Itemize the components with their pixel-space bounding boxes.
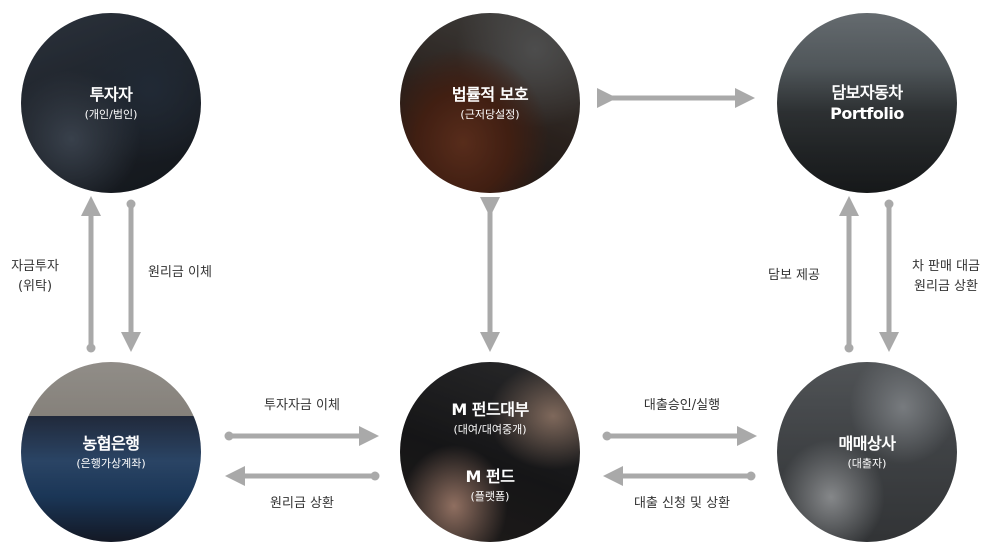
label-principal-transfer: 원리금 이체	[148, 265, 212, 280]
arrow-invest-up	[81, 195, 101, 353]
label-loan-approval: 대출승인/실행	[643, 398, 721, 413]
arrow-loan-right	[602, 426, 758, 446]
label-sale: 차 판매 대금 원리금 상환	[900, 257, 992, 297]
bank-subtitle: (은행가상계좌)	[76, 456, 146, 470]
arrow-principal-down	[121, 199, 141, 353]
label-collateral: 담보 제공	[768, 268, 820, 283]
label-investment-transfer: 투자자금 이체	[264, 398, 340, 413]
label-loan-request: 대출 신청 및 상환	[633, 496, 731, 511]
label-sale-line2: 원리금 상환	[914, 279, 978, 294]
fund-node: M 펀드대부 (대여/대여중개) M 펀드 (플랫폼)	[400, 362, 580, 542]
investor-node: 투자자 (개인/법인)	[21, 13, 201, 193]
label-invest: 자금투자 (위탁)	[2, 257, 68, 297]
arrow-collateral-up	[839, 195, 859, 353]
car-title: 담보자동차	[831, 83, 903, 102]
investor-subtitle: (개인/법인)	[84, 107, 138, 121]
dealer-node: 매매상사 (대출자)	[777, 362, 957, 542]
legal-protection-node: 법률적 보호 (근저당설정)	[400, 13, 580, 193]
bank-title: 농협은행	[82, 433, 140, 453]
dealer-title: 매매상사	[838, 433, 896, 453]
investor-title: 투자자	[89, 84, 133, 104]
fund-platform-subtitle: (플랫폼)	[470, 490, 510, 503]
arrow-investment-right	[224, 426, 380, 446]
bank-node: 농협은행 (은행가상계좌)	[21, 362, 201, 542]
fund-platform-title: M 펀드	[465, 467, 515, 486]
legal-subtitle: (근저당설정)	[460, 107, 520, 121]
dealer-subtitle: (대출자)	[847, 456, 887, 470]
fund-lender-subtitle: (대여/대여중개)	[453, 423, 527, 436]
fund-lender-title: M 펀드대부	[451, 400, 529, 419]
arrow-request-left	[602, 466, 756, 486]
label-principal-repay: 원리금 상환	[270, 496, 334, 511]
label-invest-line1: 자금투자	[11, 259, 59, 274]
label-invest-line2: (위탁)	[17, 279, 53, 294]
arrow-repay-left	[224, 466, 380, 486]
label-sale-line1: 차 판매 대금	[911, 259, 981, 274]
arrow-sale-down	[879, 199, 899, 353]
collateral-car-node: 담보자동차 Portfolio	[777, 13, 957, 193]
legal-title: 법률적 보호	[451, 84, 529, 104]
car-portfolio-title: Portfolio	[830, 104, 904, 123]
